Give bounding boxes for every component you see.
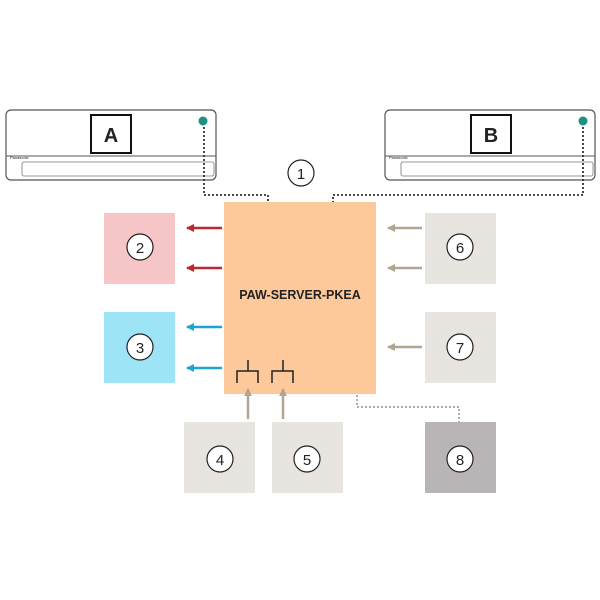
callout-7: 7 — [456, 340, 464, 357]
indoor-unit-a: A Panasonic — [5, 109, 217, 181]
callout-6: 6 — [456, 240, 464, 257]
callout-2: 2 — [136, 240, 144, 257]
callout-1: 1 — [287, 159, 315, 187]
unit-a-brand: Panasonic — [10, 155, 29, 160]
output-box-2: 2 — [104, 213, 175, 284]
callout-8: 8 — [456, 452, 464, 469]
connection-device-8 — [356, 383, 460, 422]
unit-a-label-box — [90, 114, 132, 154]
connection-unit-b — [332, 127, 584, 203]
unit-a-status-led — [198, 116, 208, 126]
input-box-6: 6 — [425, 213, 496, 284]
server-label: PAW-SERVER-PKEA — [239, 288, 361, 302]
indoor-unit-b: B Panasonic — [384, 109, 596, 181]
input-box-7: 7 — [425, 312, 496, 383]
connection-unit-a — [203, 127, 269, 203]
callout-4: 4 — [216, 452, 224, 469]
callout-3: 3 — [136, 340, 144, 357]
input-box-4: 4 — [184, 422, 255, 493]
unit-b-brand: Panasonic — [389, 155, 408, 160]
unit-a-label: A — [104, 125, 118, 147]
input-box-5: 5 — [272, 422, 343, 493]
unit-b-label: B — [484, 125, 498, 147]
server-box: PAW-SERVER-PKEA — [224, 202, 376, 394]
unit-b-status-led — [578, 116, 588, 126]
connector-symbol-5 — [271, 360, 294, 383]
svg-text:1: 1 — [297, 166, 305, 183]
connector-symbol-4 — [236, 360, 259, 383]
device-box-8: 8 — [425, 422, 496, 493]
callout-5: 5 — [303, 452, 311, 469]
output-box-3: 3 — [104, 312, 175, 383]
unit-b-label-box — [470, 114, 512, 154]
